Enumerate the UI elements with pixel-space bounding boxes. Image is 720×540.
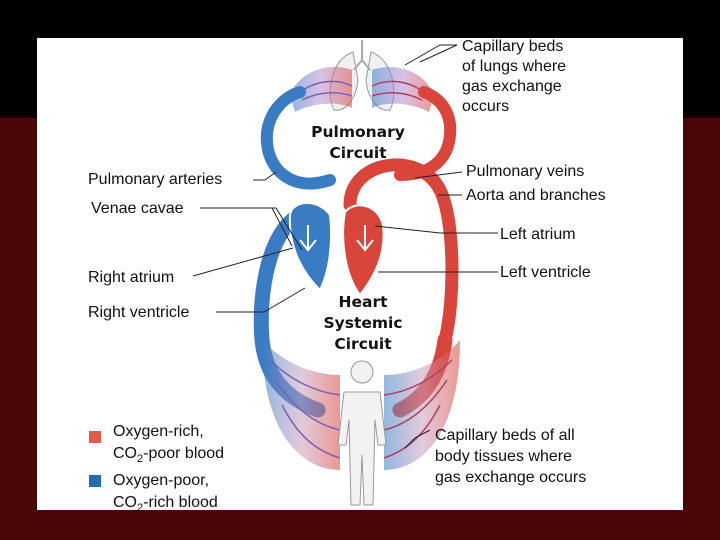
pulmonary-artery-vessel [260,86,336,190]
pulmonary-circuit-label: Pulmonary Circuit [302,122,414,164]
aorta-vessel [343,158,459,347]
legend-oxygen-rich-line-2: CO2-poor blood [113,443,224,470]
heart [288,202,385,297]
capillary-lungs-line-3: gas exchange [462,78,562,95]
co2-prefix: CO [113,445,137,462]
co2-suffix: -poor blood [143,445,225,462]
pulmonary-veins-label: Pulmonary veins [466,163,585,180]
legend-oxygen-poor-line-1: Oxygen-poor, [113,472,210,490]
capillary-lungs-line-2: of lungs where [462,58,567,75]
right-ventricle-label: Right ventricle [88,304,190,321]
right-atrium-label: Right atrium [88,269,175,286]
systemic-capillary-bed [262,340,460,470]
oxygen-rich-swatch [89,431,101,443]
leader-lines [192,44,498,449]
pulmonary-circuit-line-1: Pulmonary [311,123,405,141]
pulmonary-capillary-bed [290,67,434,112]
left-atrium-label: Left atrium [500,226,576,243]
capillary-lungs-line-4: occurs [462,98,510,115]
capillary-body-line-1: Capillary beds of all [435,427,575,444]
capillary-body-line-3: gas exchange occurs [435,469,587,486]
aorta-label: Aorta and branches [466,187,606,204]
legend-oxygen-poor-line-2: CO2-rich blood [113,492,224,519]
co2-subscript: 2 [137,502,144,515]
legend: Oxygen-rich, CO2-poor blood Oxygen-poor,… [113,421,224,519]
systemic-circuit-line-2: Circuit [334,335,392,353]
capillary-body-line-2: body tissues where [435,448,572,465]
oxygen-poor-swatch [89,475,101,487]
systemic-circuit-line-1: Systemic [323,314,403,332]
venae-cavae-label: Venae cavae [91,200,184,217]
co2-subscript: 2 [137,453,144,466]
pulmonary-circuit-line-2: Circuit [329,144,387,162]
co2-suffix: -rich blood [143,494,218,512]
left-ventricle-label: Left ventricle [500,264,591,281]
legend-oxygen-rich-line-1: Oxygen-rich, [113,423,204,440]
co2-prefix: CO [113,494,137,512]
heart-label: Heart [338,293,388,311]
human-body-figure [337,360,387,506]
capillary-body-label: Capillary beds of all body tissues where… [435,425,586,488]
pulmonary-arteries-label: Pulmonary arteries [88,171,223,188]
capillary-lungs-line-1: Capillary beds [462,38,564,55]
heart-systemic-label: Heart Systemic Circuit [315,292,411,355]
capillary-lungs-label: Capillary beds of lungs where gas exchan… [462,37,566,117]
